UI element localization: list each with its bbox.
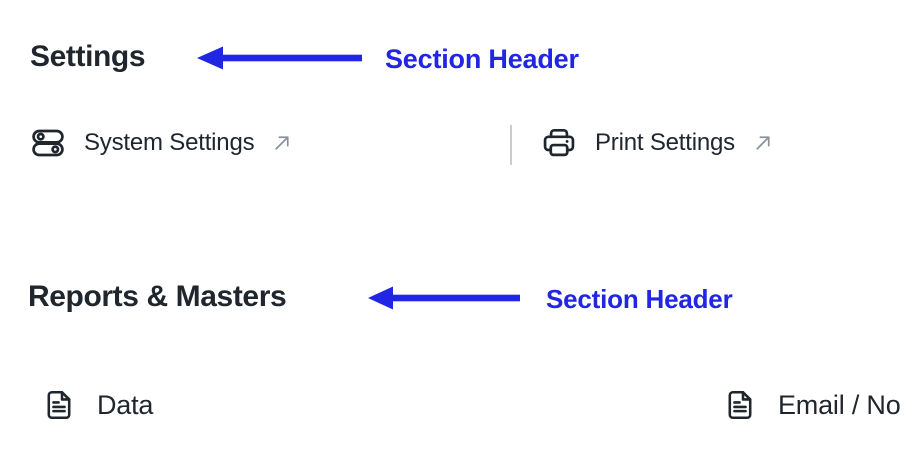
link-label: Data	[97, 389, 154, 420]
link-print-settings[interactable]: Print Settings	[540, 124, 774, 162]
printer-icon	[543, 128, 575, 157]
annotation-arrow-left-icon	[197, 46, 362, 70]
file-text-icon	[728, 390, 752, 420]
link-label: Print Settings	[595, 129, 735, 156]
link-system-settings[interactable]: System Settings	[29, 124, 293, 162]
toggles-icon	[32, 129, 64, 157]
annotation-arrow-left-icon	[368, 286, 520, 310]
section-title-settings: Settings	[30, 40, 146, 73]
links-divider	[510, 125, 512, 165]
link-email-notifications[interactable]: Email / No	[722, 386, 901, 424]
external-link-icon	[275, 136, 290, 150]
file-text-icon	[47, 390, 71, 420]
external-link-icon	[756, 136, 770, 150]
link-label: Email / No	[778, 389, 901, 420]
section-title-reports-masters: Reports & Masters	[28, 280, 287, 313]
annotation-label-section-header-2: Section Header	[546, 284, 733, 314]
link-data[interactable]: Data	[41, 386, 153, 424]
link-label: System Settings	[84, 129, 255, 156]
annotation-label-section-header-1: Section Header	[385, 44, 579, 74]
